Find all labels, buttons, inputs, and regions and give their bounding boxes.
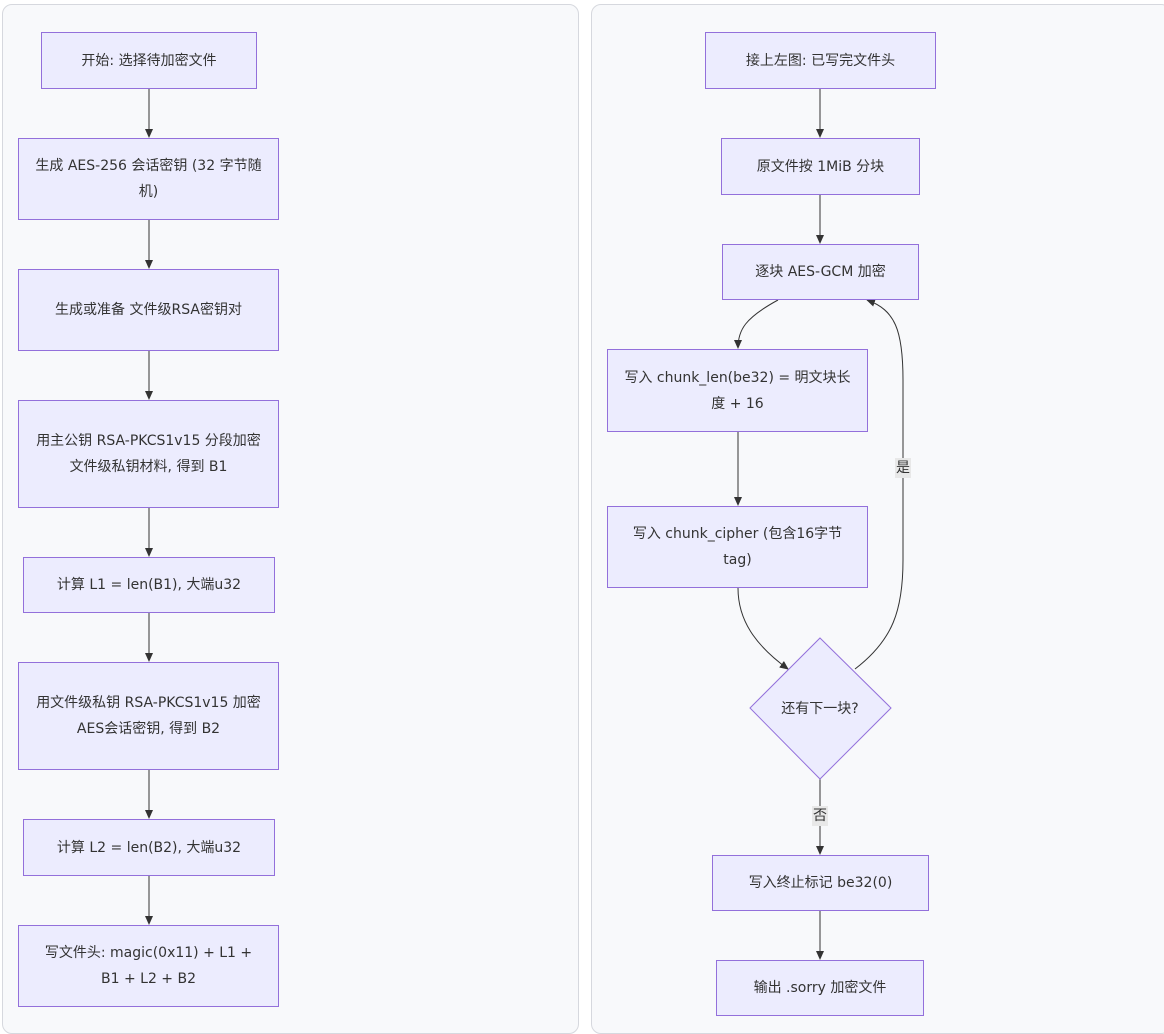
- decision-diamond: [749, 637, 892, 780]
- edge-r6-yes: [854, 298, 904, 670]
- edge-r5: [737, 587, 789, 670]
- node-write-header: 写文件头: magic(0x11) + L1 + B1 + L2 + B2: [18, 925, 279, 1007]
- node-continue: 接上左图: 已写完文件头: [705, 32, 936, 89]
- node-prepare-rsa: 生成或准备 文件级RSA密钥对: [18, 269, 279, 351]
- node-split-chunks: 原文件按 1MiB 分块: [721, 138, 920, 195]
- node-start: 开始: 选择待加密文件: [41, 32, 257, 89]
- node-calc-l1: 计算 L1 = len(B1), 大端u32: [23, 557, 275, 613]
- node-write-terminator: 写入终止标记 be32(0): [712, 855, 929, 911]
- node-encrypt-chunk: 逐块 AES-GCM 加密: [722, 244, 919, 300]
- node-output-file: 输出 .sorry 加密文件: [716, 960, 924, 1016]
- node-encrypt-aes-key: 用文件级私钥 RSA-PKCS1v15 加密 AES会话密钥, 得到 B2: [18, 662, 279, 770]
- edge-label-no: 否: [812, 806, 828, 826]
- decision-label: 还有下一块?: [781, 701, 859, 717]
- edge-r3: [734, 299, 779, 349]
- node-calc-l2: 计算 L2 = len(B2), 大端u32: [23, 819, 275, 876]
- node-gen-aes-key: 生成 AES-256 会话密钥 (32 字节随机): [18, 138, 279, 220]
- node-write-chunk-cipher: 写入 chunk_cipher (包含16字节tag): [607, 506, 868, 588]
- node-encrypt-private-key: 用主公钥 RSA-PKCS1v15 分段加密 文件级私钥材料, 得到 B1: [18, 400, 279, 508]
- node-write-chunk-len: 写入 chunk_len(be32) = 明文块长度 + 16: [607, 349, 868, 432]
- edge-label-yes: 是: [895, 458, 911, 478]
